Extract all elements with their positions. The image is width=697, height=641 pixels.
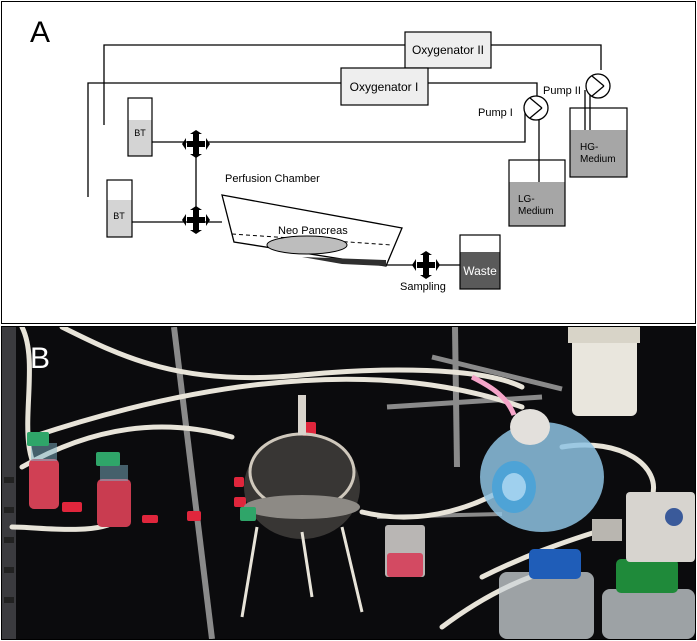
oxygenator-1-label: Oxygenator I: [350, 80, 419, 94]
hg-medium-label-line1: HG-: [580, 142, 598, 153]
media-bottle-top: [568, 327, 640, 416]
pump-1-label: Pump I: [478, 107, 513, 119]
perfusion-chamber-label: Perfusion Chamber: [225, 173, 320, 185]
oxygenator-1-box: [340, 67, 429, 106]
panel-a-letter: A: [30, 16, 50, 49]
hg-medium-label-line2: Medium: [580, 154, 616, 165]
schematic-svg: A Oxygen: [30, 16, 628, 293]
pump-1-icon: [523, 95, 549, 121]
panel-b-photo: B: [1, 326, 696, 640]
oxygenator-2-label: Oxygenator II: [412, 43, 484, 57]
oxygenator-2-box: [404, 31, 492, 69]
bt-top-vessel: [127, 97, 153, 157]
lg-medium-bottle: [508, 159, 566, 227]
media-bottle-green: [602, 559, 695, 639]
neo-pancreas-label: Neo Pancreas: [278, 225, 348, 237]
lg-medium-label-line2: Medium: [518, 206, 554, 217]
sampling-valve-icon: [412, 251, 440, 279]
pump-device-photo: [592, 492, 695, 562]
neo-pancreas-shape: [266, 235, 348, 255]
oxygenator-photo: [480, 409, 604, 532]
bt-top-label: BT: [134, 128, 146, 138]
bt-bottom-vessel: [106, 179, 133, 238]
valve-top-icon: [182, 130, 210, 158]
perfusion-chamber-photo: [240, 395, 364, 618]
pink-tubing: [470, 374, 517, 417]
waste-bottle: [459, 234, 501, 290]
valve-bottom-icon: [182, 206, 210, 234]
bt-bottle-2: [96, 452, 131, 527]
panel-a-schematic: A Oxygen: [1, 1, 696, 324]
sampling-cup: [385, 525, 425, 577]
media-bottle-blue: [499, 549, 594, 639]
side-rack: [2, 327, 16, 639]
pump-2-label: Pump II: [543, 85, 581, 97]
pump-2-icon: [585, 73, 611, 99]
red-clamps: [62, 422, 316, 523]
bt-bottom-label: BT: [113, 211, 125, 221]
lg-medium-label-line1: LG-: [518, 194, 535, 205]
bt-bottle-1: [27, 432, 59, 509]
photo-svg: B: [2, 327, 695, 639]
waste-label: Waste: [463, 264, 497, 278]
panel-b-letter: B: [30, 342, 50, 375]
sampling-label: Sampling: [400, 281, 446, 293]
hg-medium-bottle: [569, 107, 628, 178]
